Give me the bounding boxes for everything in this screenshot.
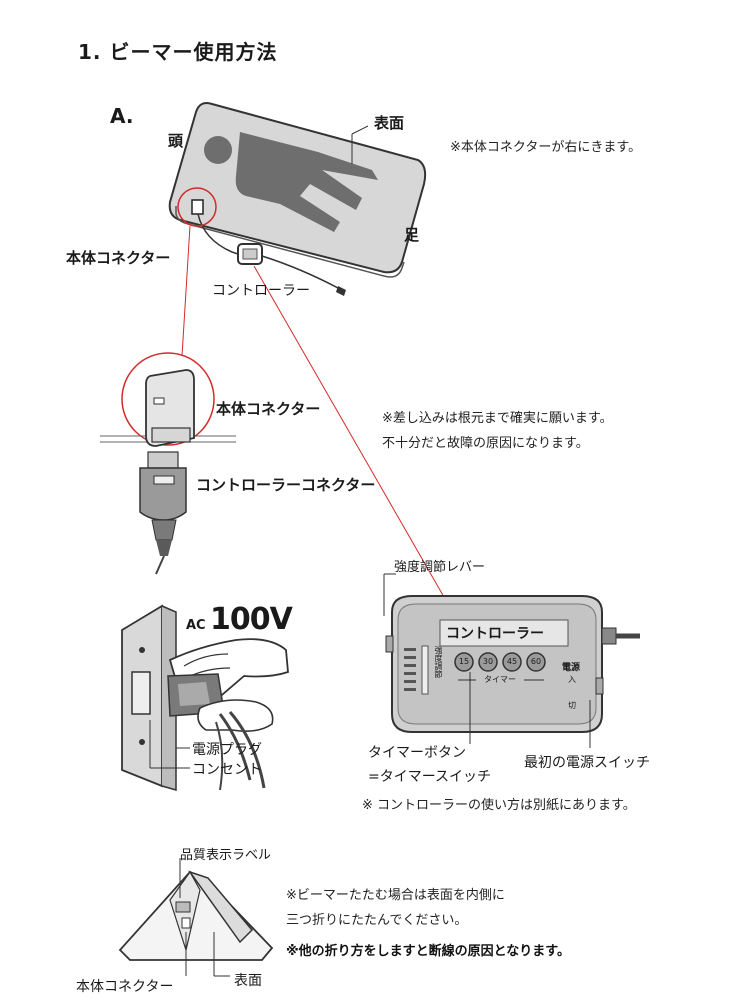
mat-head-icon: [204, 136, 232, 164]
connector-highlight: [177, 187, 217, 227]
insert-note-line1: ※差し込みは根元まで確実に願います。: [382, 411, 613, 426]
outlet-label: コンセント: [192, 762, 262, 778]
timer-60-button: 60: [530, 657, 542, 666]
section-label: A.: [110, 104, 134, 128]
folding-note-line3: ※他の折り方をしますと断線の原因となります。: [286, 944, 570, 959]
power-on-label: 入: [568, 675, 576, 684]
foot-label: 足: [404, 226, 420, 244]
timer-30-button: 30: [482, 657, 494, 666]
body-connector-label: 本体コネクター: [66, 249, 171, 267]
folding-body-connector-label: 本体コネクター: [76, 979, 174, 995]
folding-note-line1: ※ビーマーたたむ場合は表面を内側に: [286, 888, 505, 903]
mat-illustration: [168, 102, 449, 605]
strength-lever-label: 強度調節レバー: [394, 560, 486, 575]
timer-panel-label: タイマー: [484, 675, 516, 684]
strength-panel-label: 強度調節: [434, 646, 443, 678]
controller-connector-label: コントローラーコネクター: [196, 476, 376, 494]
controller-label: コントローラー: [212, 283, 310, 299]
timer-45-button: 45: [506, 657, 518, 666]
controller-illustration: [383, 573, 640, 748]
head-label: 頭: [168, 132, 184, 150]
timer-switch-label: =タイマースイッチ: [368, 769, 492, 785]
quality-label-text: 品質表示ラベル: [180, 848, 272, 863]
folding-illustration: [118, 858, 274, 977]
power-plug-label: 電源プラグ: [192, 742, 262, 758]
ac-label: AC: [186, 618, 206, 633]
controller-usage-note: ※ コントローラーの使い方は別紙にあります。: [362, 798, 636, 813]
connector-position-note: ※本体コネクターが右にきます。: [450, 140, 642, 155]
mat-connector-icon: [191, 199, 204, 215]
timer-button-label: タイマーボタン: [368, 745, 466, 761]
insert-note-line2: 不十分だと故障の原因になります。: [382, 436, 589, 451]
voltage-label: 100V: [210, 602, 293, 637]
controller-panel-title: コントローラー: [446, 626, 544, 642]
small-plug-icon: [336, 286, 346, 296]
power-switch-label: 最初の電源スイッチ: [524, 755, 650, 771]
outlet-illustration: [121, 604, 289, 791]
power-off-label: 切: [568, 701, 576, 710]
page-title: 1. ビーマー使用方法: [78, 40, 278, 64]
power-panel-label: 電源: [562, 663, 581, 673]
timer-15-button: 15: [458, 657, 470, 666]
surface-label: 表面: [374, 114, 405, 132]
connector-detail-illustration: [100, 352, 236, 575]
body-connector-detail-label: 本体コネクター: [216, 400, 321, 418]
folding-surface-label: 表面: [234, 973, 262, 989]
folding-note-line2: 三つ折りにたたんでください。: [286, 913, 468, 928]
